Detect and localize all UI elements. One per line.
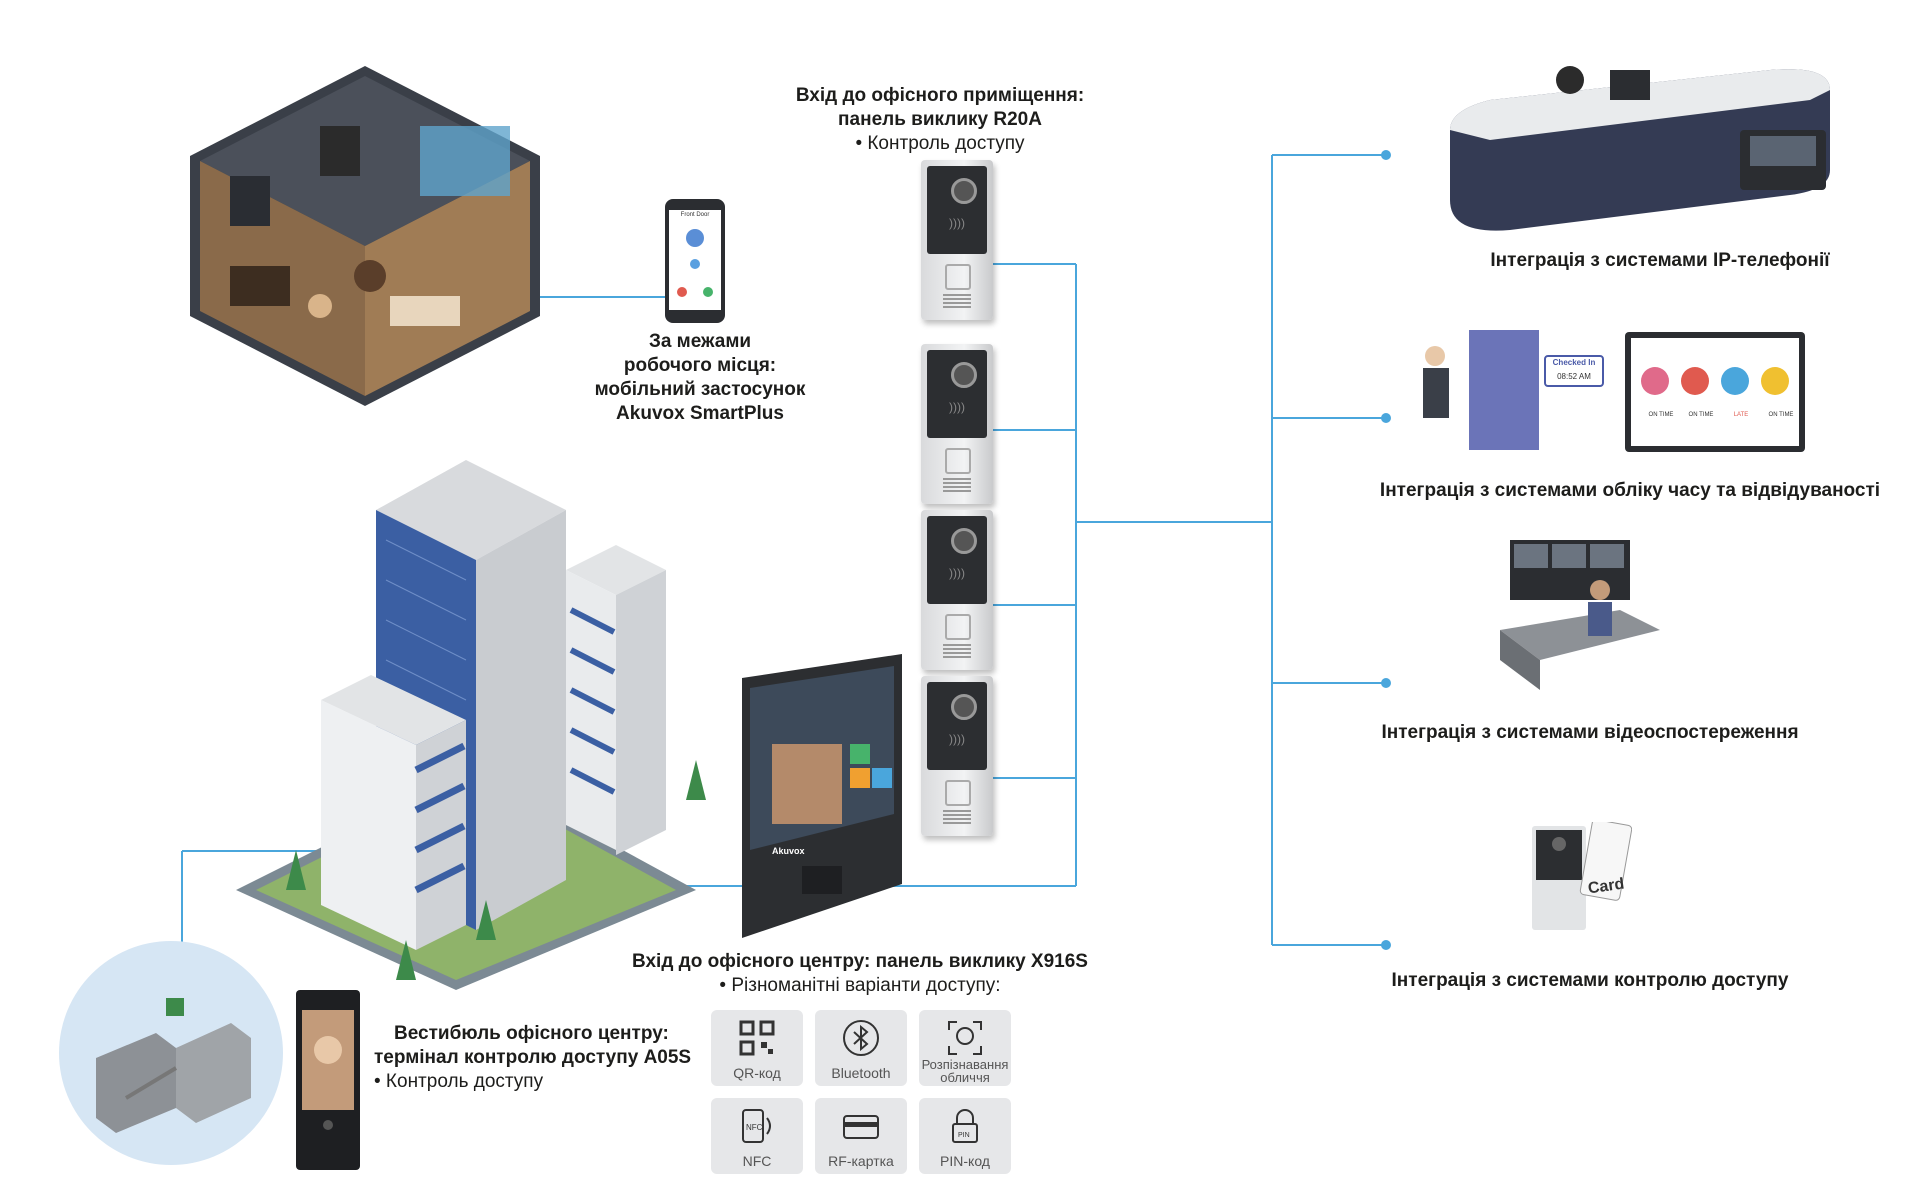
access-control-illustration [1532,822,1632,930]
center-entry-title: Вхід до офісного центру: панель виклику … [632,951,1088,972]
svg-text:NFC: NFC [746,1123,763,1132]
access-label: QR-код [733,1065,781,1081]
remote-line-4: Akuvox SmartPlus [616,403,784,424]
attendance-status: ON TIME [1648,412,1674,418]
integration-video-surveillance-label: Інтеграція з системами відеоспостереженн… [1381,722,1799,743]
cafe-room-illustration [190,66,540,406]
x916s-brand-label: Akuvox [772,846,805,856]
access-label: NFC [742,1153,772,1169]
attendance-status: LATE [1733,412,1749,418]
attendance-status: ON TIME [1768,412,1794,418]
access-label: Розпізнавання обличчя [921,1057,1009,1085]
surveillance-operator-illustration [1500,540,1660,690]
time-attendance-illustration [1423,330,1805,452]
rf-card-icon [843,1115,879,1139]
lobby-turnstiles-illustration [59,941,283,1165]
access-tile-face: Розпізнавання обличчя [919,1010,1011,1086]
access-label: RF-картка [828,1153,894,1169]
office-entry-title-1: Вхід до офісного приміщення: [795,85,1085,106]
remote-line-3: мобільний застосунок [594,379,806,400]
access-tile-rf-card: RF-картка [815,1098,907,1174]
attendance-status: ON TIME [1688,412,1714,418]
office-buildings-illustration [236,460,706,990]
access-label: PIN-код [940,1153,990,1169]
access-label: Bluetooth [831,1065,891,1081]
r20a-door-phone: )))) [921,344,993,504]
center-entry-bullet: • Різноманітні варіанти доступу: [719,975,1001,996]
phone-app-header: Front Door [680,212,710,218]
reception-desk-illustration [1450,66,1830,231]
integration-access-control-label: Інтеграція з системами контролю доступу [1391,970,1789,991]
r20a-door-phone: )))) [921,160,993,320]
checked-in-badge-title: Checked In [1552,358,1596,367]
lobby-title-2: термінал контролю доступу A05S [374,1047,692,1068]
face-recognition-icon [948,1021,982,1055]
remote-line-1: За межами [648,331,752,352]
integration-ip-telephony-label: Інтеграція з системами IP-телефонії [1490,250,1830,271]
lobby-title-1: Вестибюль офісного центру: [394,1023,669,1044]
center-entry-label: Вхід до офісного центру: панель виклику … [600,950,1120,998]
bluetooth-icon [843,1020,879,1056]
access-tile-nfc: NFC NFC [711,1098,803,1174]
integration-time-attendance-label: Інтеграція з системами обліку часу та ві… [1379,480,1881,501]
r20a-door-phone: )))) [921,510,993,670]
smartphone-app-icon [665,199,725,323]
pin-code-icon: PIN [952,1109,978,1143]
access-tile-bluetooth: Bluetooth [815,1010,907,1086]
remote-line-2: робочого місця: [623,355,777,376]
a05s-access-terminal [296,990,360,1170]
office-entry-title-2: панель виклику R20A [838,109,1042,130]
checked-in-badge-time: 08:52 AM [1557,372,1591,381]
svg-text:PIN: PIN [958,1132,970,1139]
office-entry-bullet: • Контроль доступу [855,133,1025,154]
lobby-label: Вестибюль офісного центру: термінал конт… [374,1022,714,1094]
qr-code-icon [739,1020,775,1056]
access-tile-qr: QR-код [711,1010,803,1086]
office-entry-label: Вхід до офісного приміщення: панель викл… [770,84,1110,156]
r20a-door-phone: )))) [921,676,993,836]
access-tile-pin: PIN PIN-код [919,1098,1011,1174]
lobby-bullet: • Контроль доступу [374,1071,544,1092]
x916s-door-phone [742,654,902,938]
remote-workplace-label: За межами робочого місця: мобільний заст… [560,330,840,426]
nfc-icon: NFC [742,1109,771,1143]
